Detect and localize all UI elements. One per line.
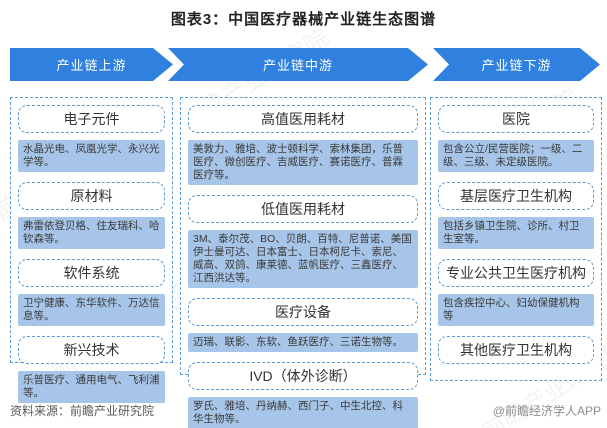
column-midstream: 高值医用耗材 美敦力、雅培、波士顿科学、索林集团，乐普医疗、微创医疗、吉威医疗、… [180, 97, 426, 428]
header-low-value-consumables: 低值医用耗材 [188, 195, 418, 223]
header-hospitals: 医院 [438, 105, 594, 133]
credit-note: @前瞻经济学人APP [492, 404, 601, 418]
header-primary-care-institutions: 基层医疗卫生机构 [438, 182, 594, 210]
header-public-health-institutions: 专业公共卫生医疗机构 [438, 259, 594, 287]
header-software-systems: 软件系统 [18, 259, 165, 287]
header-other-institutions: 其他医疗卫生机构 [438, 336, 594, 364]
header-emerging-tech: 新兴技术 [18, 336, 165, 364]
companies-low-value-consumables: 3M、泰尔茂、BO、贝朗、百特、尼普诺、美国伊士曼可达、日本富士、日本柯尼卡、索… [188, 230, 418, 288]
header-ivd: IVD（体外诊断） [188, 362, 418, 390]
header-electronic-components: 电子元件 [18, 105, 165, 133]
companies-public-health-institutions: 包含疾控中心、妇幼保健机构等 [438, 294, 594, 326]
companies-primary-care-institutions: 包括乡镇卫生院、诊所、村卫生室等。 [438, 217, 594, 249]
companies-ivd: 罗氏、雅培、丹纳赫、西门子、中生北控、科华生物等。 [188, 397, 418, 428]
companies-hospitals: 包含公立/民营医院；一级、二级、三级、未定级医院。 [438, 140, 594, 172]
arrow-downstream: 产业链下游 [433, 48, 600, 81]
page-title: 图表3：中国医疗器械产业链生态图谱 [170, 11, 437, 28]
header-high-value-consumables: 高值医用耗材 [188, 105, 418, 133]
header-raw-materials: 原材料 [18, 182, 165, 210]
companies-raw-materials: 弗雷依登贝格、住友瑞科、哈钦森等。 [18, 217, 165, 249]
source-note: 资料来源：前瞻产业研究院 [10, 404, 155, 418]
column-upstream: 电子元件 水晶光电、凤凰光学、永兴光学等。 原材料 弗雷依登贝格、住友瑞科、哈钦… [10, 97, 173, 403]
companies-high-value-consumables: 美敦力、雅培、波士顿科学、索林集团，乐普医疗、微创医疗、吉威医疗、赛诺医疗、普霖… [188, 140, 418, 185]
companies-medical-equipment: 迈瑞、联影、东软、鱼跃医疗、三诺生物等。 [188, 333, 418, 352]
companies-electronic-components: 水晶光电、凤凰光学、永兴光学等。 [18, 140, 165, 172]
arrow-upstream: 产业链上游 [10, 48, 173, 81]
companies-emerging-tech: 乐普医疗、通用电气、飞利浦等。 [18, 371, 165, 403]
companies-software-systems: 卫宁健康、东华软件、万达信息等。 [18, 294, 165, 326]
column-downstream: 医院 包含公立/民营医院；一级、二级、三级、未定级医院。 基层医疗卫生机构 包括… [430, 97, 602, 381]
header-medical-equipment: 医疗设备 [188, 298, 418, 326]
arrow-midstream: 产业链中游 [168, 48, 428, 81]
